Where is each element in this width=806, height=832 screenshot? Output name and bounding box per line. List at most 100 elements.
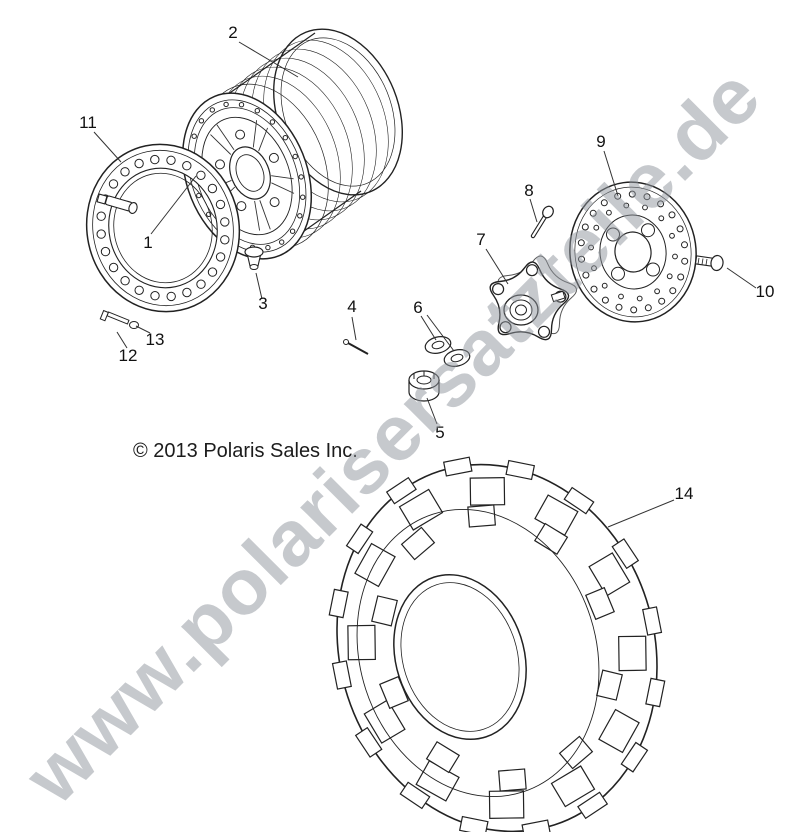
hole	[191, 133, 197, 139]
hole	[182, 161, 192, 171]
hole	[669, 232, 675, 239]
hole	[668, 211, 676, 219]
hole	[235, 129, 246, 140]
leader-6a	[420, 315, 437, 341]
hole	[236, 201, 247, 212]
tread-block	[585, 586, 615, 621]
tread-block	[469, 477, 506, 506]
hole	[658, 297, 666, 305]
tread-block	[618, 635, 647, 672]
stud-hole	[537, 325, 551, 338]
hole	[643, 193, 651, 201]
hole	[642, 204, 648, 211]
tread-block	[505, 459, 536, 481]
tire-edge-knobs	[328, 456, 666, 832]
leader-13	[135, 325, 151, 334]
wheel-rim	[181, 28, 403, 260]
hole	[578, 255, 585, 263]
tread-block	[620, 741, 649, 773]
hole	[614, 192, 622, 200]
copyright-text: © 2013 Polaris Sales Inc.	[133, 440, 358, 462]
tread-block	[558, 735, 594, 770]
tread-block	[442, 456, 473, 477]
stud-hole	[525, 264, 539, 277]
hole	[606, 209, 612, 216]
callout-labels: 1 2 3 4 5 6 7 8 9 10 11 12 13 14	[79, 23, 774, 528]
hole	[120, 167, 130, 177]
leader-8	[529, 198, 538, 223]
tire-bead-hole	[393, 573, 527, 741]
lock-nut	[129, 321, 139, 329]
hole	[630, 306, 638, 314]
disc-center-bore	[614, 231, 652, 273]
leader-1	[150, 175, 197, 235]
hole	[615, 303, 623, 311]
hole	[589, 209, 597, 217]
leader-3	[255, 272, 263, 300]
stud-hole	[499, 321, 512, 334]
callout-5: 5	[435, 423, 444, 442]
spoke-edge	[271, 182, 295, 194]
hole	[96, 211, 106, 221]
spoke-edge	[216, 124, 235, 150]
hole	[238, 102, 245, 108]
hole	[134, 158, 144, 169]
hole	[254, 108, 260, 114]
hole	[120, 276, 130, 286]
tread-block	[611, 538, 640, 570]
rubber-valve	[244, 246, 264, 270]
valve-stem	[96, 193, 138, 214]
hole	[672, 253, 678, 260]
hole	[588, 244, 594, 251]
callout-13: 13	[146, 330, 165, 349]
wheel-stud	[550, 290, 566, 303]
hole	[676, 225, 684, 233]
hole	[593, 224, 600, 231]
hole	[223, 101, 229, 108]
rim-lug-holes	[215, 129, 280, 212]
hole	[215, 199, 226, 210]
callout-7: 7	[476, 230, 485, 249]
hole	[641, 223, 655, 238]
hole	[100, 246, 111, 257]
hole	[636, 295, 643, 302]
hole	[207, 267, 218, 277]
leader-11	[93, 131, 122, 163]
tread-block	[331, 660, 352, 690]
leader-12	[116, 331, 128, 349]
brake-disc	[569, 181, 697, 323]
hole	[590, 285, 598, 293]
hole	[268, 152, 279, 163]
tread-block	[400, 526, 436, 561]
spoke-edge	[252, 120, 258, 148]
hole	[269, 197, 280, 208]
hole	[279, 239, 285, 245]
tread-block	[399, 781, 431, 810]
hole	[215, 159, 225, 170]
callout-6: 6	[413, 298, 422, 317]
hole	[618, 293, 624, 300]
castle-nut	[408, 370, 440, 402]
callout-11: 11	[79, 113, 97, 132]
rim-center-bore	[229, 146, 271, 200]
tread-block	[345, 523, 374, 555]
spoke-edge	[258, 127, 269, 152]
hole	[681, 241, 688, 249]
tread-block	[642, 606, 663, 636]
hole	[577, 239, 585, 247]
hole	[166, 155, 176, 166]
callout-12: 12	[119, 346, 138, 365]
hole	[215, 252, 226, 262]
hole	[658, 215, 665, 222]
hole	[150, 291, 160, 301]
hole	[666, 273, 673, 280]
hole	[96, 229, 106, 239]
tread-block	[596, 669, 623, 701]
hole	[669, 287, 677, 295]
hole	[581, 223, 589, 231]
disc-vent-holes-outer	[577, 190, 689, 314]
leader-9	[603, 150, 619, 197]
tire	[328, 456, 666, 832]
hole	[654, 288, 660, 295]
